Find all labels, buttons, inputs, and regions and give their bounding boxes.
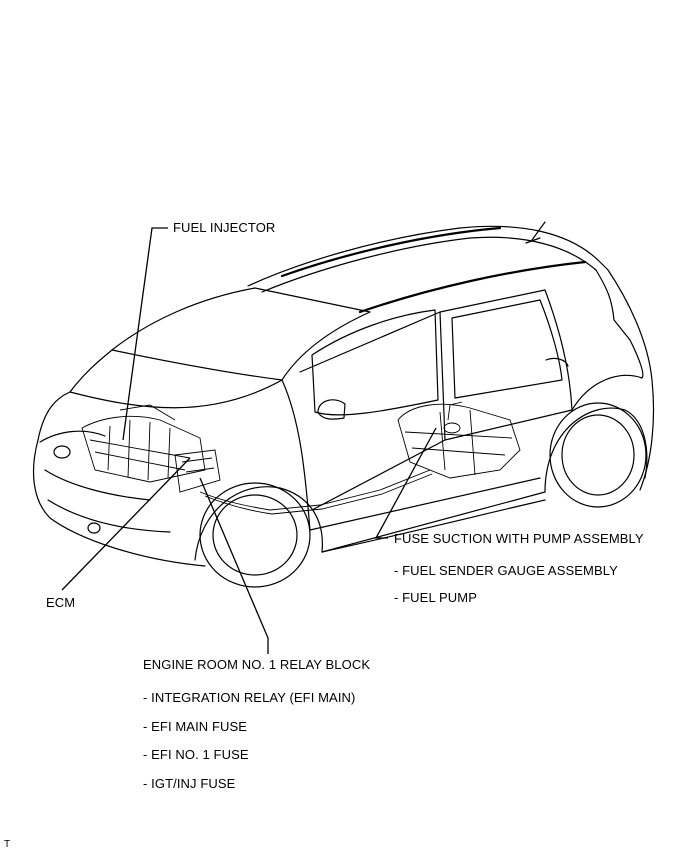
fuel-tank-illustration <box>397 401 521 479</box>
fuel-sender-gauge-label: - FUEL SENDER GAUGE ASSEMBLY <box>394 563 618 578</box>
fuse-suction-label: FUSE SUCTION WITH PUMP ASSEMBLY <box>394 531 644 546</box>
ecm-label: ECM <box>46 595 76 610</box>
fuel-injector-label: FUEL INJECTOR <box>173 220 276 235</box>
efi-no1-fuse-label: - EFI NO. 1 FUSE <box>143 747 249 762</box>
fuel-injector-leader <box>122 227 168 441</box>
relay-block-label: ENGINE ROOM NO. 1 RELAY BLOCK <box>143 657 371 672</box>
leader-lines <box>61 227 437 654</box>
engine-components-illustration <box>81 404 433 515</box>
footer-code: T <box>4 839 11 850</box>
ecm-leader <box>61 457 191 591</box>
integration-relay-label: - INTEGRATION RELAY (EFI MAIN) <box>143 690 356 705</box>
efi-main-fuse-label: - EFI MAIN FUSE <box>143 719 248 734</box>
car-body-illustration <box>32 221 655 588</box>
fuel-pump-label: - FUEL PUMP <box>394 590 477 605</box>
relay-block-leader <box>199 477 269 654</box>
igt-inj-fuse-label: - IGT/INJ FUSE <box>143 776 236 791</box>
fuse-suction-leader <box>374 427 437 539</box>
